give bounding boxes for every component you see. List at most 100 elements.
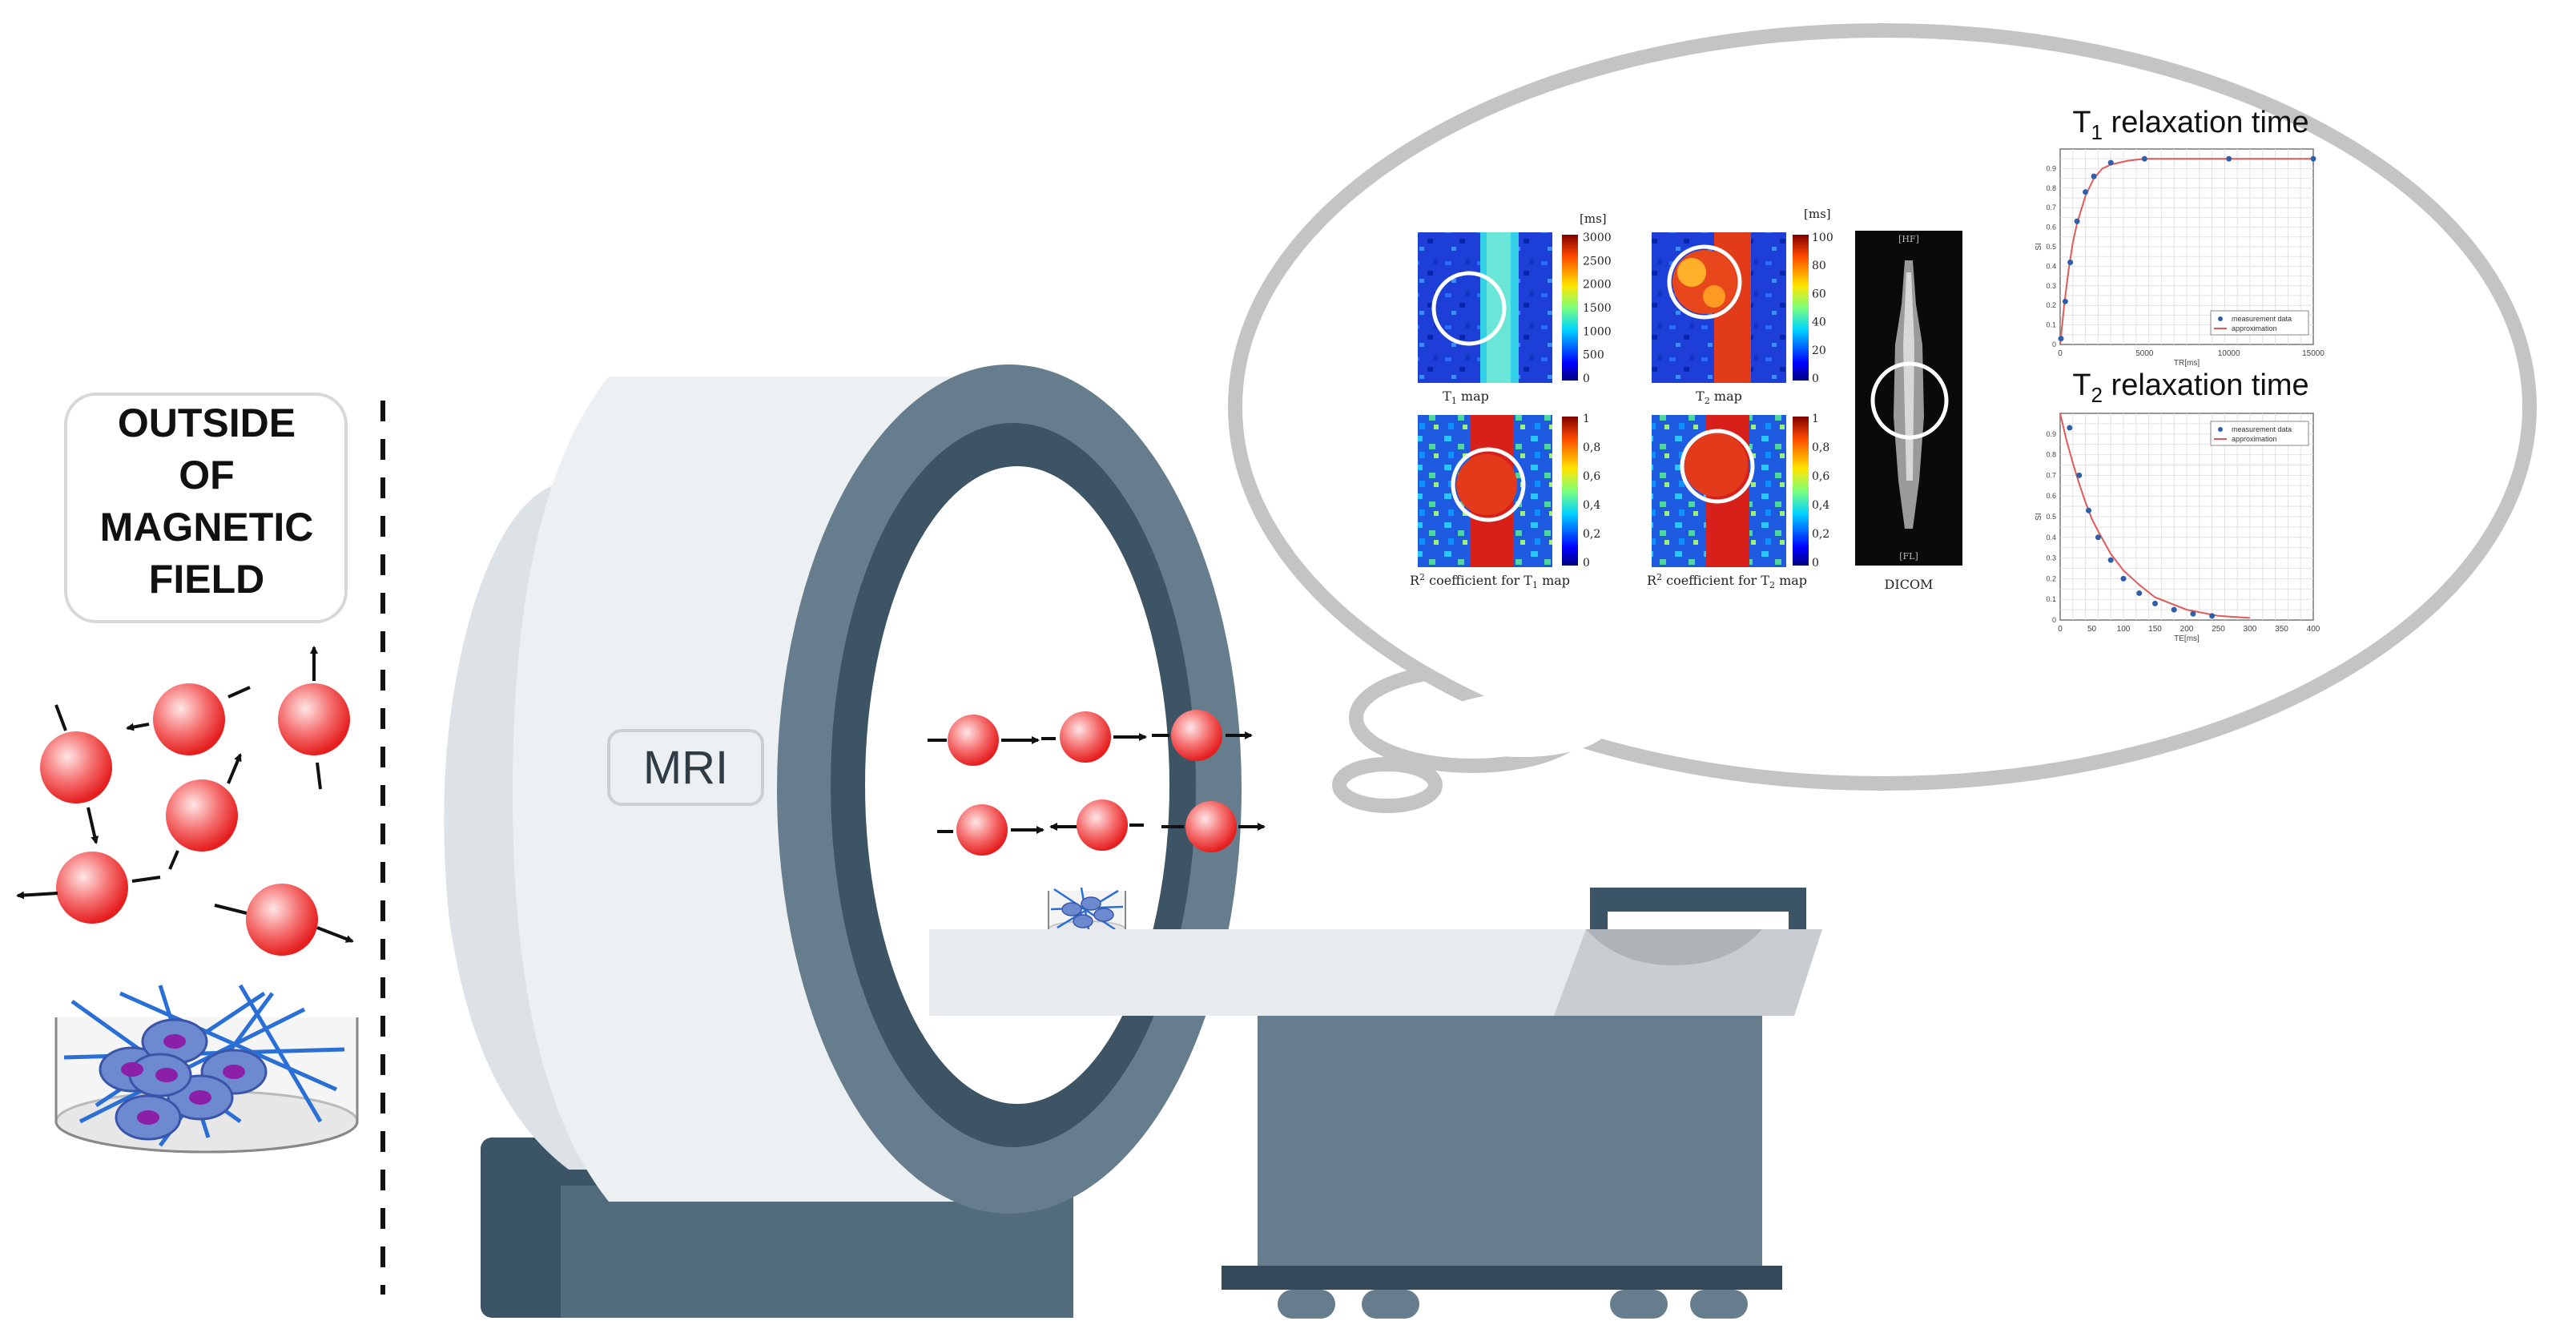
legend-label: approximation <box>2232 435 2277 443</box>
mri-label: MRI <box>607 729 764 806</box>
measurement-point <box>2095 534 2101 541</box>
legend-marker <box>2218 427 2223 432</box>
measurement-point <box>2086 507 2092 513</box>
measurement-point <box>2062 298 2068 304</box>
colorbar-tick: 0,4 <box>1583 499 1600 512</box>
legend-marker <box>2218 316 2223 321</box>
y-tick-label: 0.6 <box>2046 224 2056 232</box>
t1-chart-title: T1 relaxation time <box>2072 106 2308 144</box>
colorbar-tick: 1 <box>1812 413 1819 425</box>
t2-chart-title: T2 relaxation time <box>2072 368 2308 407</box>
x-tick-label: 100 <box>2117 625 2131 634</box>
y-tick-label: 0.6 <box>2046 492 2056 500</box>
x-tick-label: 300 <box>2244 625 2257 634</box>
measurement-point <box>2091 173 2097 179</box>
colorbar-tick: 0 <box>1812 557 1819 570</box>
y-tick-label: 0.1 <box>2046 595 2056 603</box>
colorbar-tick: 0,6 <box>1583 470 1600 483</box>
dicom-top-tag: [HF] <box>1898 234 1919 244</box>
colorbar-tick: 0,8 <box>1812 441 1829 454</box>
aligned-spins <box>928 710 1266 856</box>
y-tick-label: 0.2 <box>2046 301 2056 309</box>
colorbar-tick: 1000 <box>1583 325 1612 338</box>
colorbar-tick: 0,4 <box>1812 499 1829 512</box>
y-tick-label: 0.9 <box>2046 164 2056 172</box>
legend-box <box>2210 310 2309 336</box>
colorbar-tick: 60 <box>1812 288 1826 300</box>
colorbar-tick: 2000 <box>1583 279 1612 292</box>
x-tick-label: 200 <box>2180 625 2194 634</box>
colorbar-tick: 1 <box>1583 413 1590 425</box>
measurement-point <box>2074 218 2080 224</box>
colorbar-tick: 0,2 <box>1812 528 1829 541</box>
measurement-point <box>2141 155 2147 162</box>
colorbar-tick: 3000 <box>1583 232 1612 244</box>
x-tick-label: 150 <box>2148 625 2162 634</box>
t2-map-caption: T2 map <box>1696 389 1742 406</box>
r2-t1-caption: R2 coefficient for T1 map <box>1410 572 1570 590</box>
measurement-point <box>2067 260 2074 266</box>
x-tick-label: 5000 <box>2135 349 2154 358</box>
colorbar-tick: 0 <box>1583 557 1590 570</box>
mri-label-text: MRI <box>643 742 728 794</box>
dicom-bottom-tag: [FL] <box>1899 551 1918 562</box>
outside-field-label: OUTSIDE OF MAGNETIC FIELD <box>64 393 348 623</box>
t2-relaxation-chart: T2 relaxation time 0 50 100 150 200 250 300 350… <box>2035 368 2320 643</box>
y-tick-label: 0.2 <box>2046 574 2056 582</box>
r2-t1-map: 10,80,60,40,20 R2 coefficient for T1 map <box>1410 413 1600 590</box>
measurement-point <box>2107 159 2114 166</box>
outside-label-line-3: MAGNETIC <box>100 505 314 550</box>
x-tick-label: 50 <box>2087 625 2097 634</box>
legend-label: measurement data <box>2232 315 2292 323</box>
y-tick-label: 0.8 <box>2046 184 2056 192</box>
y-tick-label: 0.9 <box>2046 430 2056 438</box>
colorbar-tick: 0,2 <box>1583 528 1600 541</box>
y-tick-label: 0.7 <box>2046 203 2056 211</box>
y-tick-label: 0.8 <box>2046 451 2056 459</box>
y-tick-label: 0.4 <box>2046 534 2056 542</box>
x-tick-label: 400 <box>2307 625 2320 634</box>
legend-label: approximation <box>2232 324 2277 332</box>
y-tick-label: 0.3 <box>2046 282 2056 290</box>
colorbar-tick: 100 <box>1812 232 1833 244</box>
colorbar-tick: 500 <box>1583 349 1604 362</box>
t1-map-caption: T1 map <box>1443 389 1489 406</box>
outside-label-line-1: OUTSIDE <box>118 401 296 445</box>
colorbar-tick: 40 <box>1812 316 1826 329</box>
measurement-point <box>2067 425 2073 431</box>
colorbar-tick: 0 <box>1812 372 1819 385</box>
x-tick-label: 0 <box>2058 625 2063 634</box>
outside-label-line-2: OF <box>179 453 234 497</box>
measurement-point <box>2136 590 2143 596</box>
y-tick-label: 0.7 <box>2046 471 2056 479</box>
x-tick-label: 350 <box>2275 625 2288 634</box>
colorbar-tick: 0,6 <box>1812 470 1829 483</box>
dicom-caption: DICOM <box>1885 577 1934 592</box>
x-tick-label: 10000 <box>2218 349 2240 358</box>
r2-t2-ticks: 1 0,8 0,6 0,4 0,2 0 <box>1812 413 1829 570</box>
patient-table <box>929 888 1822 1319</box>
x-tick-label: 250 <box>2212 625 2225 634</box>
y-tick-label: 0.1 <box>2046 321 2056 329</box>
measurement-point <box>2058 336 2064 342</box>
dicom-image: [HF] [FL] DICOM <box>1855 231 1962 592</box>
r2-t2-caption: R2 coefficient for T2 map <box>1647 572 1807 590</box>
measurement-point <box>2209 613 2216 619</box>
approximation-curve <box>2059 413 2251 619</box>
outside-label-line-4: FIELD <box>149 557 264 602</box>
x-tick-label: 0 <box>2058 349 2063 358</box>
colorbar-tick: 2500 <box>1583 255 1612 268</box>
measurement-point <box>2310 155 2316 162</box>
y-tick-label: 0.5 <box>2046 513 2056 521</box>
r2-t1-ticks: 10,80,60,40,20 <box>1583 413 1600 570</box>
legend-label: measurement data <box>2232 425 2292 433</box>
colorbar-tick: 1500 <box>1583 302 1612 315</box>
random-spins <box>16 646 354 956</box>
y-tick-label: 0 <box>2052 616 2056 624</box>
y-axis-label: SI <box>2035 243 2043 250</box>
